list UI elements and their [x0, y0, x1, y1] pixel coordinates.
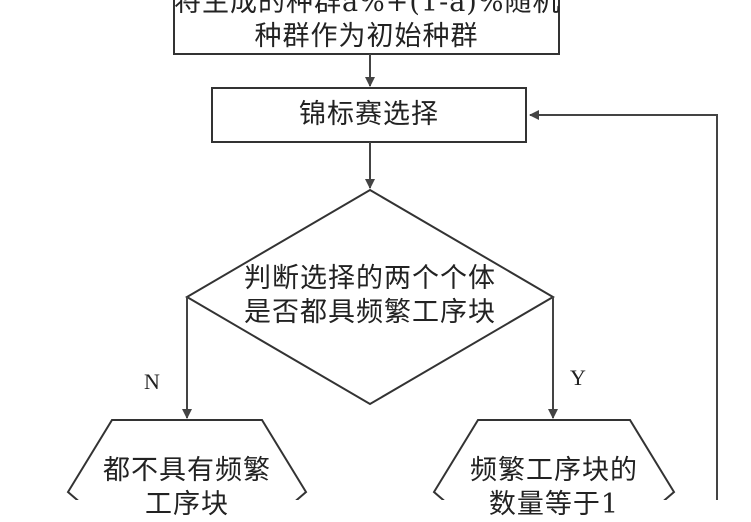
- init-population-box: [173, 0, 560, 55]
- tournament-selection-box: [211, 87, 527, 143]
- frequent-block-count-box: [432, 419, 676, 500]
- branch-yes-label: Y: [570, 365, 586, 390]
- init-box-line2: 种群作为初始种群: [254, 21, 479, 52]
- left-box-line2: 工序块: [145, 489, 229, 520]
- feedback-loop-line: [529, 110, 718, 500]
- decision-text: 判断选择的两个个体 是否都具频繁工序块: [187, 262, 553, 330]
- decision-line2: 是否都具频繁工序块: [244, 297, 496, 328]
- init-box-line1: 将生成的种群a%+(1-a)%随机: [174, 0, 561, 18]
- decision-diamond: [185, 188, 555, 406]
- tournament-selection-label: 锦标赛选择: [299, 99, 439, 130]
- right-box-line2: 数量等于1: [488, 489, 620, 520]
- init-box-text: 将生成的种群a%+(1-a)%随机 种群作为初始种群: [174, 0, 561, 54]
- decision-line1: 判断选择的两个个体: [244, 263, 496, 294]
- left-box-line1: 都不具有频繁: [103, 455, 271, 486]
- branch-no-label: N: [144, 369, 160, 394]
- right-box-line1: 频繁工序块的: [470, 455, 638, 486]
- left-box-text: 都不具有频繁 工序块: [68, 454, 306, 522]
- no-frequent-block-box: [66, 419, 308, 500]
- flowchart-canvas: [66, 0, 718, 500]
- right-box-text: 频繁工序块的 数量等于1: [434, 454, 674, 522]
